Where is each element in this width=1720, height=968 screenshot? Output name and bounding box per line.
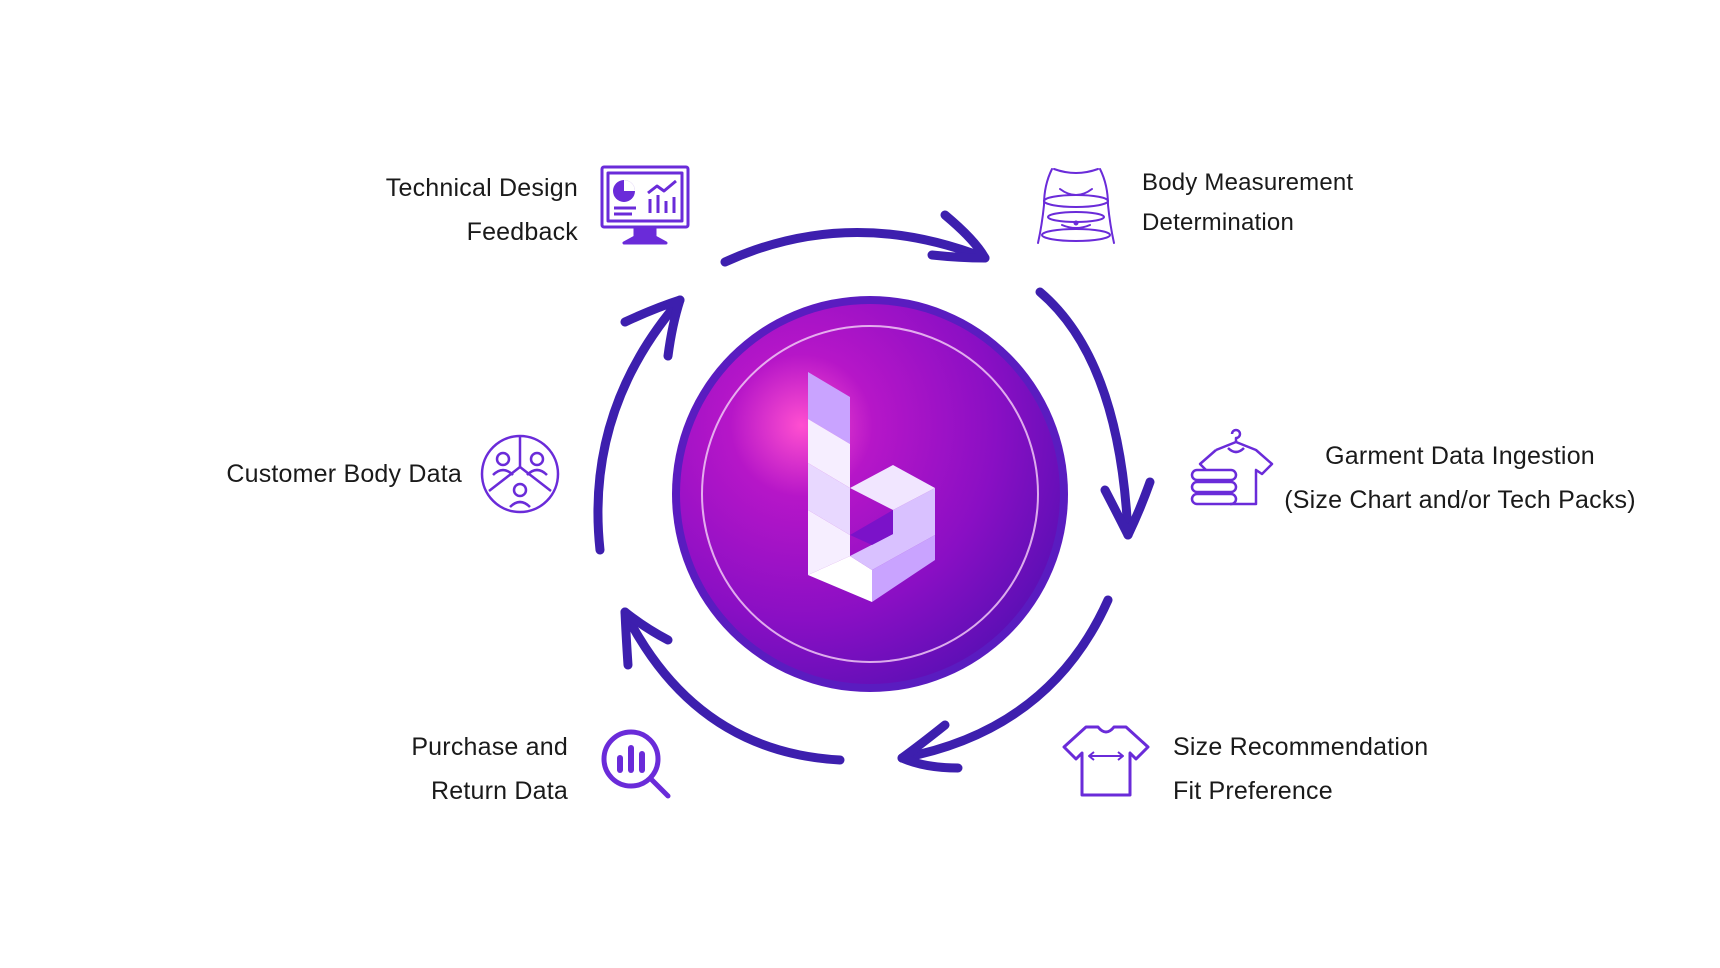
tshirt-width-icon <box>1062 725 1150 797</box>
torso-measure-icon <box>1037 168 1115 244</box>
cycle-arrow-left <box>593 295 685 555</box>
chart-magnifier-icon <box>601 729 671 799</box>
label-garment-data: Garment Data Ingestion (Size Chart and/o… <box>1284 442 1636 514</box>
cycle-arrow-top <box>720 210 990 267</box>
cycle-arrow-right <box>1035 287 1155 540</box>
brand-b-logo <box>808 372 935 602</box>
monitor-analytics-icon <box>600 165 690 245</box>
garment-stack-icon <box>1190 428 1274 506</box>
label-size-recommendation: Size Recommendation Fit Preference <box>1173 733 1429 805</box>
cycle-arrow-bottom-right <box>897 595 1113 773</box>
label-customer-body: Customer Body Data <box>226 460 462 488</box>
label-body-measurement: Body Measurement Determination <box>1142 169 1354 236</box>
label-purchase-return: Purchase and Return Data <box>411 733 568 805</box>
customer-group-icon <box>480 434 560 514</box>
label-technical-design: Technical Design Feedback <box>385 174 578 246</box>
cycle-arrow-bottom-left <box>620 607 845 765</box>
